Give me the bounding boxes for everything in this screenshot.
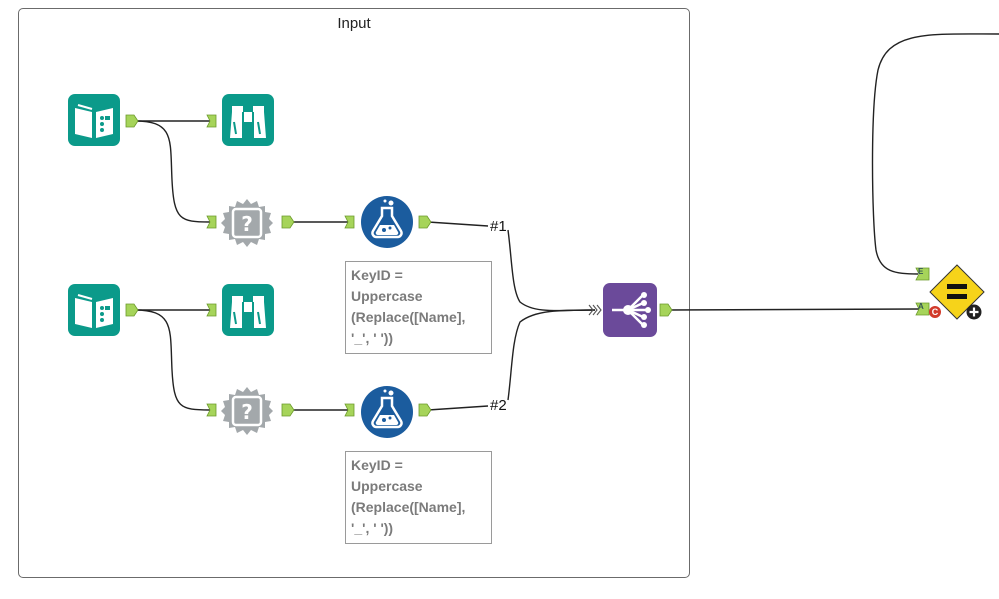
book-icon <box>68 284 120 336</box>
add-plus-icon[interactable] <box>966 304 982 320</box>
wire-formula2-union-a <box>427 405 489 411</box>
dynamic-input-tool-2[interactable]: ? <box>220 384 274 443</box>
input-data-tool-2[interactable] <box>68 284 120 341</box>
wire-input2-dynamic2 <box>134 309 211 411</box>
book-icon <box>68 94 120 146</box>
input-data-tool-1[interactable] <box>68 94 120 151</box>
flask-icon <box>361 386 413 438</box>
anchor-label-a: A <box>918 302 924 311</box>
binoculars-icon <box>222 284 274 336</box>
anchor-label-e: E <box>918 267 924 276</box>
connection-label-1: #1 <box>490 218 507 235</box>
binoculars-icon <box>222 94 274 146</box>
dynamic-input-tool-1[interactable]: ? <box>220 196 274 255</box>
union-input-chevrons <box>588 304 602 316</box>
wire-input1-dynamic1 <box>134 120 211 223</box>
error-c-label: C <box>931 307 939 317</box>
connection-wires <box>134 33 999 411</box>
connection-label-2: #2 <box>490 397 507 414</box>
wire-formula2-union-b <box>507 309 596 401</box>
svg-text:?: ? <box>241 400 253 424</box>
formula-tool-1[interactable] <box>360 195 414 254</box>
wire-formula1-union-a <box>427 221 489 227</box>
flask-icon <box>361 196 413 248</box>
wire-union-test <box>667 308 921 311</box>
container-title: Input <box>337 15 371 32</box>
tool-anchors <box>125 114 930 417</box>
wire-external-test <box>871 33 999 275</box>
question-gear-icon: ? <box>221 199 273 247</box>
browse-tool-1[interactable] <box>222 94 274 151</box>
formula-annotation-2: KeyID = Uppercase (Replace([Name], '_', … <box>345 451 492 544</box>
union-icon <box>603 283 657 337</box>
error-c-icon: C <box>929 306 941 318</box>
formula-annotation-1: KeyID = Uppercase (Replace([Name], '_', … <box>345 261 492 354</box>
question-gear-icon: ? <box>221 387 273 435</box>
union-tool[interactable] <box>603 283 657 342</box>
svg-text:?: ? <box>241 212 253 236</box>
wire-formula1-union-b <box>507 229 596 312</box>
browse-tool-2[interactable] <box>222 284 274 341</box>
formula-tool-2[interactable] <box>360 385 414 444</box>
